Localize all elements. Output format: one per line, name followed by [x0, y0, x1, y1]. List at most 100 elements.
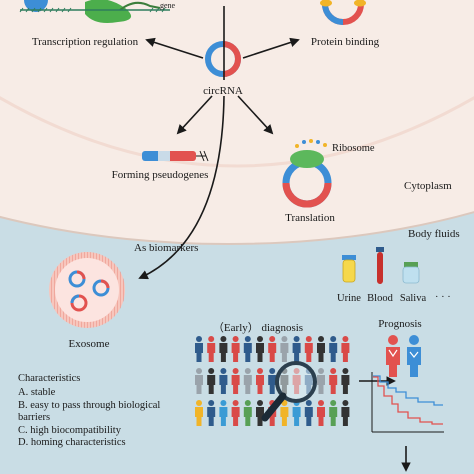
cytoplasm-label: Cytoplasm — [404, 180, 452, 192]
person-icon — [220, 368, 227, 374]
person-icon — [231, 343, 240, 362]
person-icon — [207, 375, 216, 394]
exosome-label: Exosome — [68, 338, 110, 350]
person-icon — [318, 400, 324, 406]
person-icon — [342, 400, 349, 406]
person-icon — [196, 400, 202, 406]
person-icon — [257, 400, 263, 406]
circrna-ring-icon — [205, 41, 241, 77]
early-diagnosis-label: （Early） diagnosis — [212, 322, 304, 334]
characteristics-block: Characteristics A. stable B. easy to pas… — [18, 373, 193, 449]
person-icon — [293, 336, 300, 342]
ellipsis-label: · · · — [435, 292, 451, 303]
prognosis-person-icon — [386, 335, 421, 377]
gene-label: gene — [160, 1, 176, 10]
protein-binding-label: Protein binding — [310, 36, 380, 48]
person-icon — [196, 336, 202, 342]
body-fluids-label: Body fluids — [408, 228, 460, 240]
ribosome-icon — [282, 139, 332, 208]
person-icon — [304, 407, 313, 426]
blood-label: Blood — [367, 293, 393, 304]
person-icon — [257, 336, 263, 342]
circrna-label: circRNA — [203, 85, 243, 97]
person-icon — [280, 407, 289, 426]
person-icon — [208, 336, 215, 342]
person-icon — [268, 375, 277, 394]
person-icon — [342, 336, 349, 342]
ribosome-label: Ribosome — [332, 143, 375, 154]
person-icon — [219, 343, 228, 362]
prognosis-label: Prognosis — [378, 318, 422, 330]
person-icon — [220, 336, 227, 342]
person-icon — [269, 336, 276, 342]
person-icon — [329, 407, 338, 426]
person-icon — [257, 368, 263, 374]
magnifier-icon — [261, 361, 317, 422]
person-icon — [232, 400, 239, 406]
person-icon — [318, 368, 324, 374]
as-biomarkers-label: As biomarkers — [134, 242, 199, 254]
person-icon — [269, 368, 276, 374]
characteristic-item-c: C. high biocompatibility — [18, 424, 121, 436]
person-icon — [232, 336, 239, 342]
dna-gene-icon — [19, 0, 170, 23]
person-icon — [256, 407, 264, 426]
person-icon — [305, 336, 312, 342]
person-icon — [244, 368, 251, 374]
characteristics-title: Characteristics — [18, 373, 81, 384]
forming-pseudogenes-label: Forming pseudogenes — [111, 169, 209, 181]
person-icon — [231, 407, 240, 426]
person-icon — [195, 407, 203, 426]
person-icon — [232, 368, 239, 374]
person-icon — [317, 407, 325, 426]
person-icon — [318, 336, 324, 342]
person-icon — [220, 400, 227, 406]
person-icon — [280, 343, 289, 362]
person-icon — [317, 343, 325, 362]
person-icon — [304, 343, 313, 362]
person-icon — [243, 407, 252, 426]
translation-label: Translation — [285, 212, 335, 224]
person-icon — [341, 407, 350, 426]
person-icon — [208, 400, 215, 406]
person-icon — [268, 343, 277, 362]
person-icon — [330, 336, 337, 342]
person-icon — [208, 368, 215, 374]
person-icon — [329, 375, 338, 394]
person-icon — [329, 343, 338, 362]
person-icon — [207, 343, 216, 362]
person-icon — [195, 375, 203, 394]
urine-label: Urine — [337, 293, 361, 304]
characteristic-item-b: B. easy to pass through biological barri… — [18, 399, 161, 424]
urine-tube-icon — [342, 255, 356, 283]
person-icon — [292, 343, 301, 362]
protein-binding-icon — [320, 0, 366, 25]
person-icon — [219, 375, 228, 394]
person-icon — [243, 375, 252, 394]
blood-tube-icon — [376, 247, 384, 284]
pseudogene-icon — [142, 150, 209, 162]
person-icon — [317, 375, 325, 394]
person-icon — [330, 400, 337, 406]
person-icon — [207, 407, 216, 426]
person-icon — [256, 343, 264, 362]
person-icon — [244, 400, 251, 406]
person-icon — [219, 407, 228, 426]
person-icon — [231, 375, 240, 394]
person-icon — [341, 375, 350, 394]
cell-membrane — [0, 0, 474, 245]
person-icon — [305, 400, 312, 406]
characteristic-item-d: D. homing characteristics — [18, 437, 126, 449]
saliva-tube-icon — [402, 262, 420, 284]
person-icon — [292, 407, 301, 426]
survival-curve-icon — [371, 372, 444, 433]
person-icon — [342, 368, 349, 374]
person-icon — [281, 336, 288, 342]
person-icon — [330, 368, 337, 374]
transcription-regulation-label: Transcription regulation — [31, 36, 139, 48]
person-icon — [195, 343, 203, 362]
person-icon — [341, 343, 350, 362]
characteristic-item-a: A. stable — [18, 387, 56, 399]
